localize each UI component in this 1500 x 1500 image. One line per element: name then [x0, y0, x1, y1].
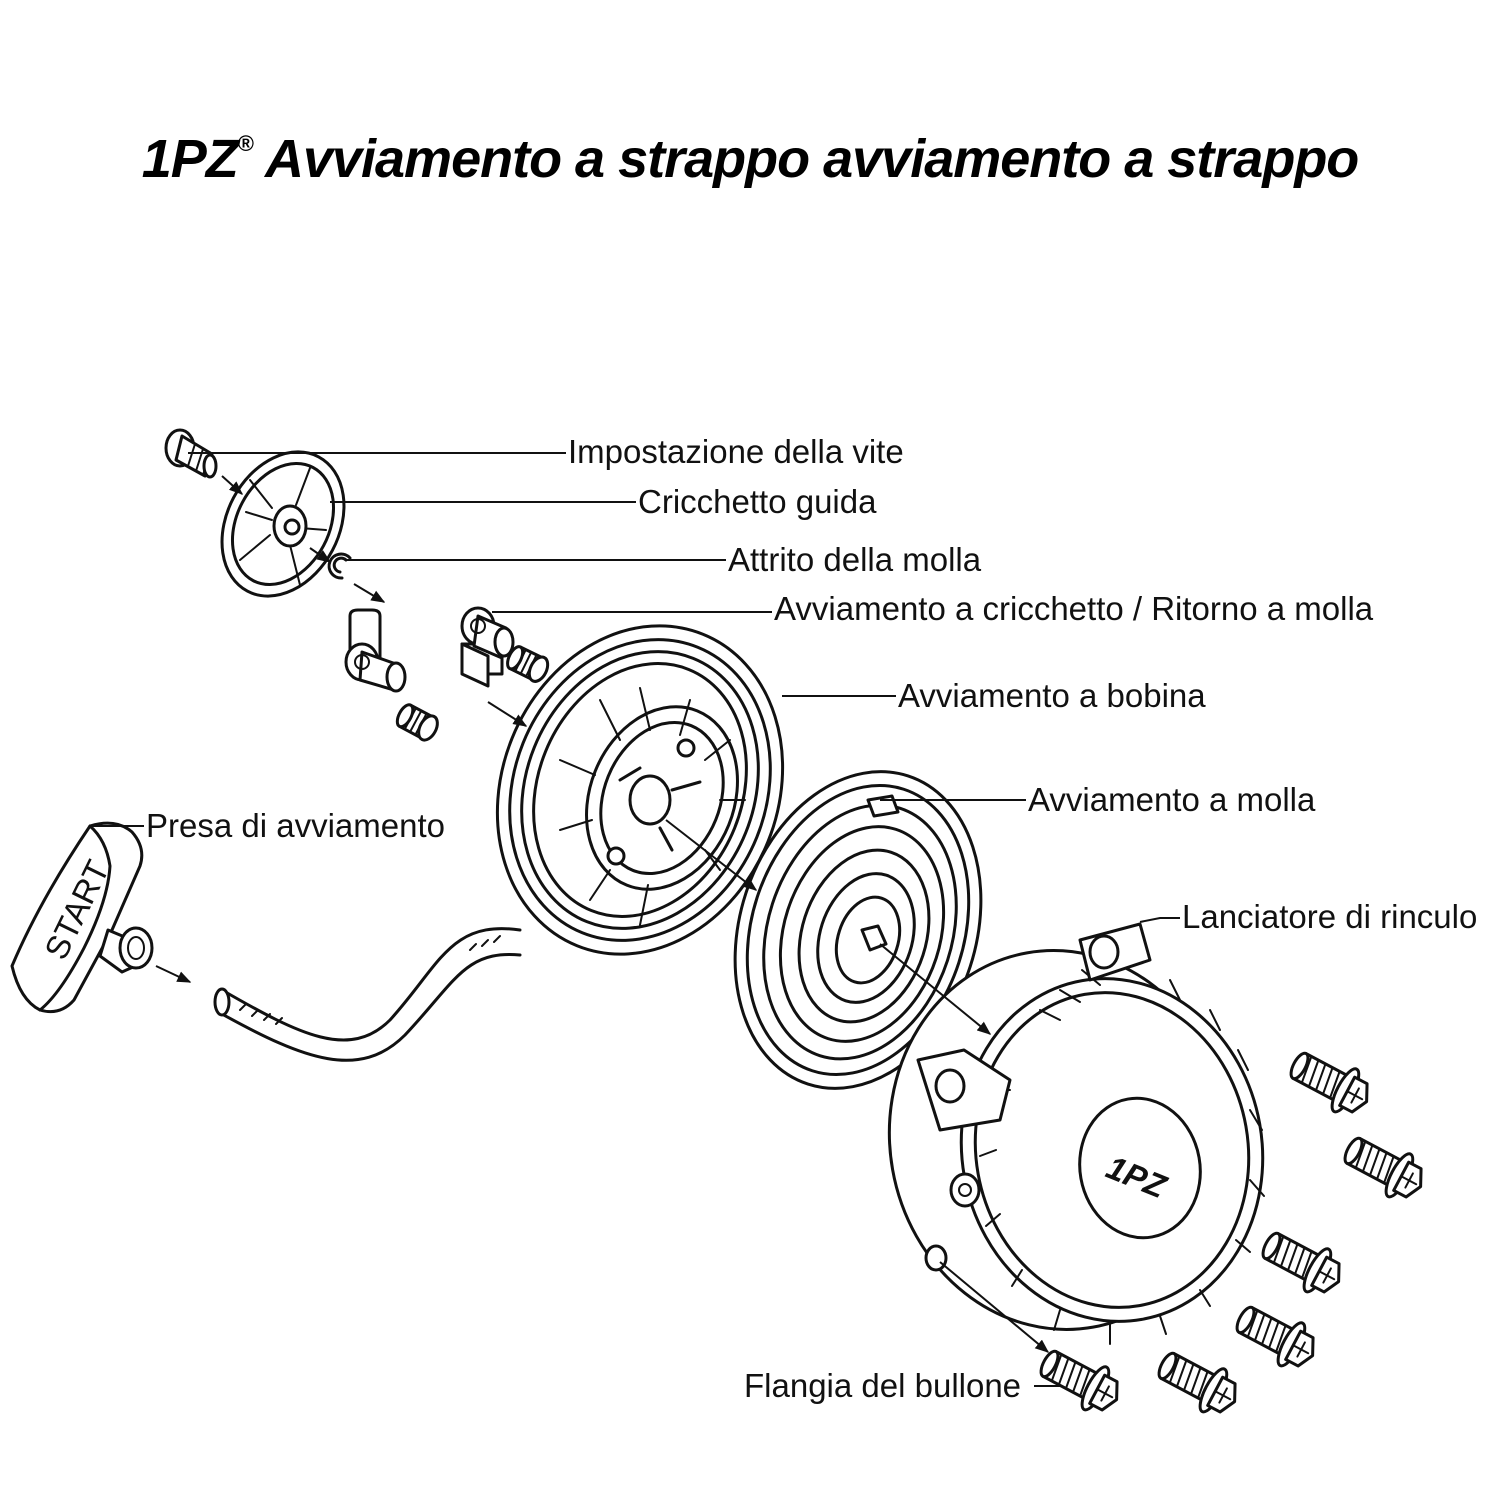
- rope-part: [213, 927, 522, 1062]
- part-labels: Impostazione della vite Cricchetto guida…: [146, 433, 1477, 1404]
- leader-lines: [92, 452, 1180, 1387]
- flange-bolt-3: [1253, 1220, 1352, 1305]
- label-flange-bolt: Flangia del bullone: [744, 1367, 1021, 1404]
- pawl-left-part: [344, 608, 407, 693]
- label-ratchet-guide: Cricchetto guida: [638, 483, 877, 520]
- label-ratchet-return: Avviamento a cricchetto / Ritorno a moll…: [774, 590, 1374, 627]
- label-setting-screw: Impostazione della vite: [568, 433, 904, 470]
- ratchet-guide-part: [220, 450, 346, 598]
- flange-bolt-5: [1149, 1340, 1248, 1425]
- label-recoil-starter: Lanciatore di rinculo: [1182, 898, 1477, 935]
- registered-mark: ®: [237, 131, 254, 156]
- reel-part: [495, 624, 785, 956]
- label-reel: Avviamento a bobina: [898, 677, 1206, 714]
- start-handle-part: START: [10, 821, 154, 1014]
- flange-bolt-4: [1227, 1294, 1326, 1379]
- pawl-right-part: [460, 606, 515, 688]
- friction-spring-part: [327, 552, 352, 580]
- page-title: 1PZ® Avviamento a strappo avviamento a s…: [0, 128, 1500, 190]
- label-start-handle: Presa di avviamento: [146, 807, 445, 844]
- flange-bolt-2: [1335, 1125, 1434, 1210]
- title-text: Avviamento a strappo avviamento a strapp…: [264, 129, 1359, 189]
- label-spring: Avviamento a molla: [1028, 781, 1316, 818]
- recoil-housing-part: 1PZ: [887, 922, 1265, 1345]
- assembly-arrows: [155, 475, 1050, 1353]
- label-friction-spring: Attrito della molla: [728, 541, 982, 578]
- brand-name: 1PZ: [141, 129, 239, 189]
- recoil-spring-part: [733, 770, 983, 1090]
- pawl-spring-left-part: [392, 699, 443, 745]
- flange-bolt-1: [1281, 1040, 1380, 1125]
